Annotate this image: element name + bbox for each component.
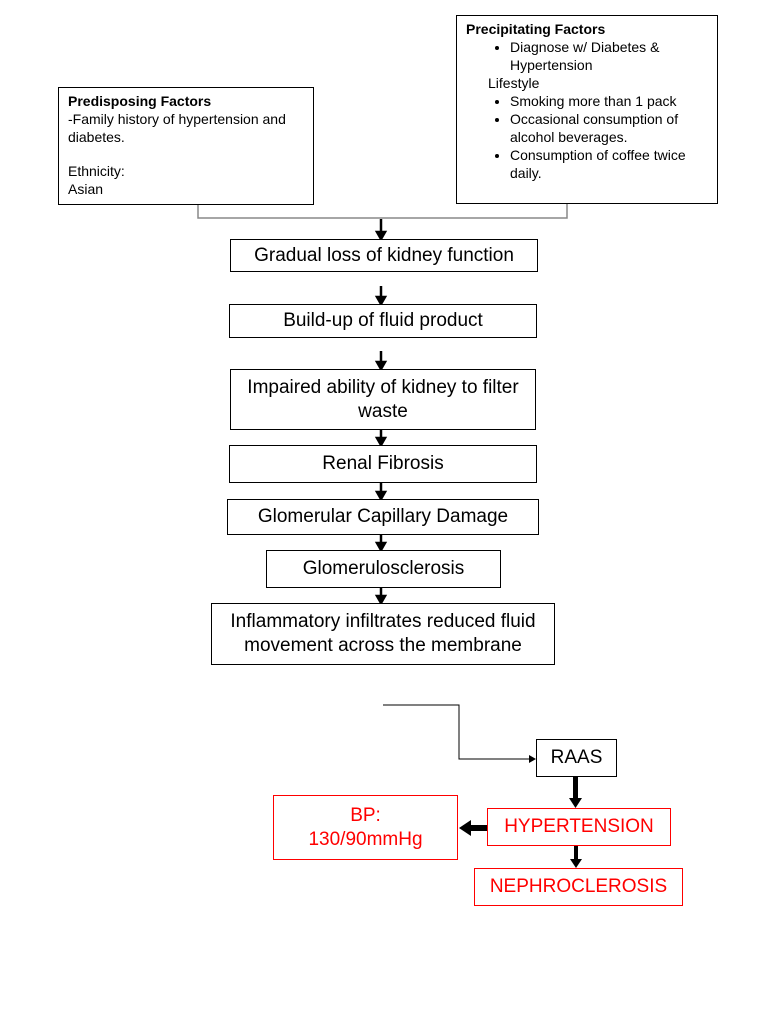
raas-connector-arrowhead (529, 755, 536, 763)
precipitating-title: Precipitating Factors (466, 21, 606, 37)
lifestyle-list: Smoking more than 1 pack Occasional cons… (466, 92, 708, 182)
lifestyle-item: Occasional consumption of alcohol bevera… (510, 110, 708, 146)
predisposing-ethnicity-label: Ethnicity: (68, 163, 125, 179)
predisposing-family-history: -Family history of hypertension and diab… (68, 111, 286, 145)
precipitating-diagnosis-list: Diagnose w/ Diabetes & Hypertension (466, 38, 708, 74)
hypertension-to-bp-arrow (459, 820, 487, 836)
nephrosclerosis-box: NEPHROCLEROSIS (474, 868, 683, 906)
step-glomerulosclerosis: Glomerulosclerosis (266, 550, 501, 588)
factors-bracket (197, 204, 568, 219)
precipitating-diagnosis-item: Diagnose w/ Diabetes & Hypertension (510, 38, 708, 74)
arrow-6 (374, 588, 388, 606)
arrow-3 (374, 430, 388, 448)
arrow-4 (374, 483, 388, 502)
step-impaired-filtering: Impaired ability of kidney to filter was… (230, 369, 536, 430)
step-fluid-buildup: Build-up of fluid product (229, 304, 537, 338)
step-arrows (374, 219, 388, 606)
precipitating-factors-box: Precipitating Factors Diagnose w/ Diabet… (456, 15, 718, 204)
predisposing-ethnicity-value: Asian (68, 181, 104, 197)
arrow-5 (374, 535, 388, 553)
hypertension-box: HYPERTENSION (487, 808, 671, 846)
raas-box: RAAS (536, 739, 617, 777)
step-renal-fibrosis: Renal Fibrosis (229, 445, 537, 483)
arrow-2 (374, 351, 388, 372)
blood-pressure-box: BP: 130/90mmHg (273, 795, 458, 860)
predisposing-factors-box: Predisposing Factors -Family history of … (58, 87, 314, 205)
lifestyle-label: Lifestyle (488, 75, 540, 91)
hypertension-to-nephrosclerosis-arrow (570, 846, 582, 868)
arrow-1 (374, 286, 388, 307)
arrow-0 (374, 219, 388, 242)
lifestyle-item: Smoking more than 1 pack (510, 92, 708, 110)
predisposing-title: Predisposing Factors (68, 93, 212, 109)
raas-to-hypertension-arrow (569, 777, 582, 808)
bp-value: 130/90mmHg (308, 828, 423, 850)
raas-connector (383, 704, 530, 760)
step-glomerular-capillary-damage: Glomerular Capillary Damage (227, 499, 539, 535)
bp-label: BP: (350, 804, 381, 826)
step-gradual-loss: Gradual loss of kidney function (230, 239, 538, 272)
step-inflammatory-infiltrates: Inflammatory infiltrates reduced fluid m… (211, 603, 555, 665)
lifestyle-item: Consumption of coffee twice daily. (510, 146, 708, 182)
